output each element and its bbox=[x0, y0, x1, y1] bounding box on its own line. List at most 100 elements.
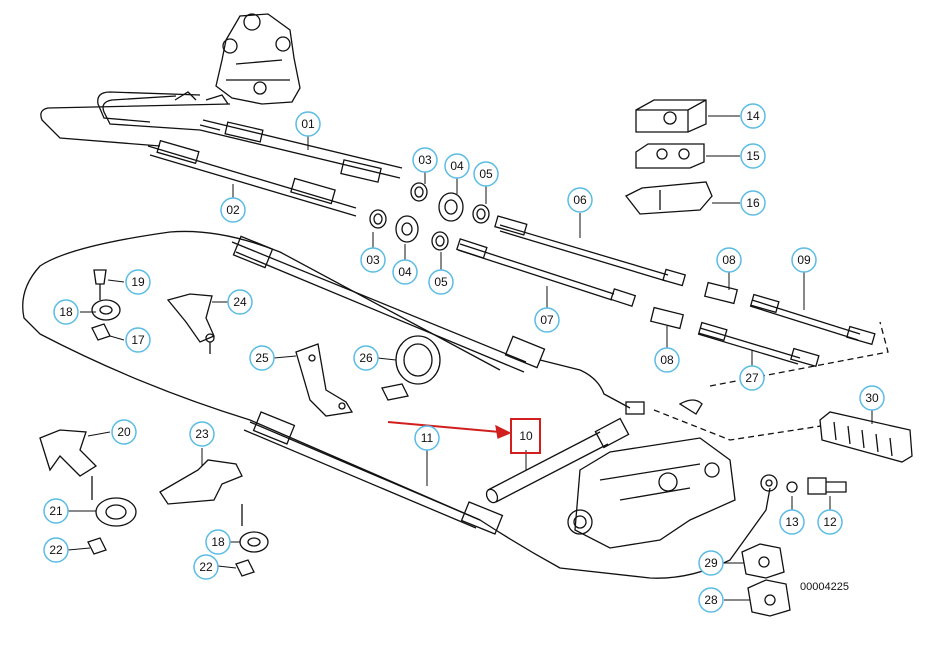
callout-number: 18 bbox=[59, 305, 73, 319]
callout-circle bbox=[817, 509, 843, 535]
callout-04: 04 bbox=[444, 153, 470, 179]
callout-09: 09 bbox=[791, 247, 817, 273]
callout-number: 12 bbox=[823, 515, 837, 529]
callout-circle bbox=[125, 269, 151, 295]
callout-number: 27 bbox=[745, 371, 759, 385]
callout-circle bbox=[193, 554, 219, 580]
callout-29: 29 bbox=[698, 550, 724, 576]
callout-28: 28 bbox=[698, 587, 724, 613]
callout-number: 09 bbox=[797, 253, 811, 267]
callout-10: 10 bbox=[519, 429, 533, 443]
callout-circle bbox=[205, 529, 231, 555]
seal-rings bbox=[369, 182, 490, 251]
dashed-guides bbox=[653, 321, 889, 441]
callout-05: 05 bbox=[473, 161, 499, 187]
callout-circle bbox=[698, 587, 724, 613]
callout-25: 25 bbox=[249, 345, 275, 371]
callout-22: 22 bbox=[43, 537, 69, 563]
callout-number: 05 bbox=[434, 275, 448, 289]
callout-circle bbox=[220, 197, 246, 223]
callout-02: 02 bbox=[220, 197, 246, 223]
highlight-box bbox=[510, 418, 541, 454]
callout-circle bbox=[740, 143, 766, 169]
callout-number: 02 bbox=[226, 203, 240, 217]
callout-circle bbox=[740, 190, 766, 216]
callout-18: 18 bbox=[205, 529, 231, 555]
callout-circle bbox=[740, 103, 766, 129]
callout-20: 20 bbox=[111, 419, 137, 445]
callout-circle bbox=[111, 419, 137, 445]
clamp-part-26 bbox=[381, 335, 441, 401]
callout-circle bbox=[654, 347, 680, 373]
callout-16: 16 bbox=[740, 190, 766, 216]
clip-parts-14-16 bbox=[625, 99, 713, 215]
callout-number: 15 bbox=[746, 149, 760, 163]
bracket-part-24 bbox=[166, 293, 215, 354]
callout-03: 03 bbox=[412, 147, 438, 173]
callout-circle bbox=[392, 259, 418, 285]
brake-distributor-part bbox=[215, 13, 301, 105]
brake-hose-02-part bbox=[147, 139, 357, 217]
callout-number: 30 bbox=[865, 391, 879, 405]
unions-and-lines bbox=[649, 281, 876, 368]
callout-24: 24 bbox=[227, 289, 253, 315]
callout-circle bbox=[412, 147, 438, 173]
callout-11: 11 bbox=[414, 425, 440, 451]
callout-number: 11 bbox=[421, 431, 434, 445]
bolt-and-washer-parts bbox=[760, 474, 847, 495]
callout-06: 06 bbox=[567, 187, 593, 213]
callout-circle bbox=[414, 425, 440, 451]
leader-lines bbox=[67, 115, 873, 601]
pressure-regulator-part bbox=[567, 399, 736, 549]
callout-circle bbox=[859, 385, 885, 411]
callout-labels: 0102030304040505060708080910111213141516… bbox=[43, 103, 885, 613]
callout-number: 03 bbox=[366, 253, 380, 267]
callout-number: 28 bbox=[704, 593, 718, 607]
callout-number: 04 bbox=[398, 265, 412, 279]
callout-number: 13 bbox=[785, 515, 799, 529]
callout-13: 13 bbox=[779, 509, 805, 535]
callout-26: 26 bbox=[353, 345, 379, 371]
callout-number: 26 bbox=[359, 351, 373, 365]
callout-17: 17 bbox=[125, 327, 151, 353]
callout-number: 07 bbox=[540, 313, 554, 327]
callout-circle bbox=[125, 327, 151, 353]
callout-number: 23 bbox=[195, 427, 209, 441]
callout-circle bbox=[779, 509, 805, 535]
callout-04: 04 bbox=[392, 259, 418, 285]
callout-circle bbox=[360, 247, 386, 273]
diagram-reference-number: 00004225 bbox=[800, 581, 849, 593]
callout-number: 01 bbox=[301, 117, 315, 131]
callout-12: 12 bbox=[817, 509, 843, 535]
callout-circle bbox=[791, 247, 817, 273]
callout-19: 19 bbox=[125, 269, 151, 295]
brake-hose-01-part bbox=[199, 119, 403, 183]
callout-circle bbox=[227, 289, 253, 315]
callout-circle bbox=[698, 550, 724, 576]
callout-circle bbox=[444, 153, 470, 179]
clip-parts-28-29 bbox=[741, 543, 791, 617]
callout-21: 21 bbox=[43, 498, 69, 524]
callout-number: 19 bbox=[131, 275, 145, 289]
callout-circle bbox=[428, 269, 454, 295]
callout-number: 25 bbox=[255, 351, 269, 365]
callout-number: 17 bbox=[131, 333, 145, 347]
callout-22: 22 bbox=[193, 554, 219, 580]
parts-artwork bbox=[22, 13, 913, 617]
callout-number: 24 bbox=[233, 295, 247, 309]
callout-number: 08 bbox=[722, 253, 736, 267]
callout-number: 22 bbox=[199, 560, 213, 574]
callout-number: 06 bbox=[573, 193, 587, 207]
callout-08: 08 bbox=[654, 347, 680, 373]
callout-circle bbox=[739, 365, 765, 391]
callout-circle bbox=[353, 345, 379, 371]
callout-number: 22 bbox=[49, 543, 63, 557]
callout-number: 16 bbox=[746, 196, 760, 210]
callout-01: 01 bbox=[295, 111, 321, 137]
callout-circle bbox=[716, 247, 742, 273]
callout-number: 29 bbox=[704, 556, 718, 570]
bracket-part-20 bbox=[39, 429, 137, 555]
callout-03: 03 bbox=[360, 247, 386, 273]
callout-circle bbox=[567, 187, 593, 213]
long-brake-pipe bbox=[22, 230, 771, 579]
